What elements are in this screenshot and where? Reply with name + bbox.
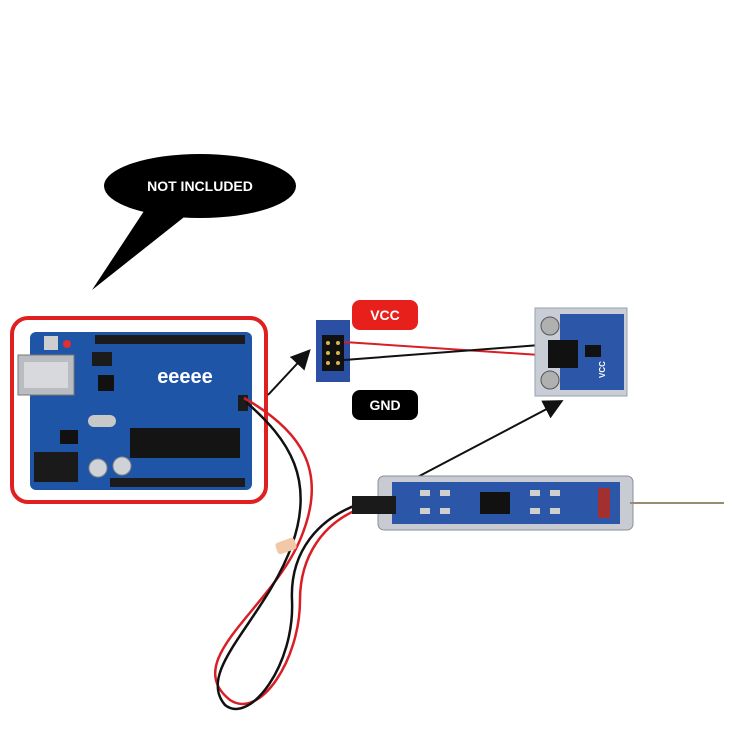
- gnd-label: GND: [352, 390, 418, 420]
- vcc-wire: [343, 341, 541, 356]
- callout-text: NOT INCLUDED: [147, 178, 253, 194]
- arduino-board: eeeee: [10, 316, 268, 504]
- black-wire: [216, 401, 373, 711]
- arduino-wires: [214, 396, 373, 711]
- highlight-frame: [10, 316, 268, 504]
- not-included-callout: NOT INCLUDED: [92, 154, 296, 290]
- analog-header: [110, 478, 245, 487]
- vcc-label: VCC: [352, 300, 418, 330]
- power-jack: [34, 452, 78, 482]
- atmega-chip: [130, 428, 240, 458]
- cable-tie: [275, 537, 297, 555]
- board-print: eeeee: [157, 366, 213, 388]
- red-wire: [214, 396, 371, 706]
- arrow-to-sensor: [407, 400, 564, 483]
- gnd-text: GND: [369, 397, 400, 413]
- idc-connector: [316, 320, 350, 382]
- reset-button: [44, 336, 58, 350]
- sensor-module: VCC: [534, 307, 628, 397]
- digital-header: [95, 335, 245, 344]
- arrow-to-connector: [267, 349, 311, 396]
- probe-plug: [352, 496, 396, 514]
- vcc-text: VCC: [370, 307, 400, 323]
- probe-board: [352, 475, 724, 531]
- crystal: [88, 415, 116, 427]
- gnd-wire: [343, 344, 541, 361]
- sensor-print: VCC: [598, 361, 607, 378]
